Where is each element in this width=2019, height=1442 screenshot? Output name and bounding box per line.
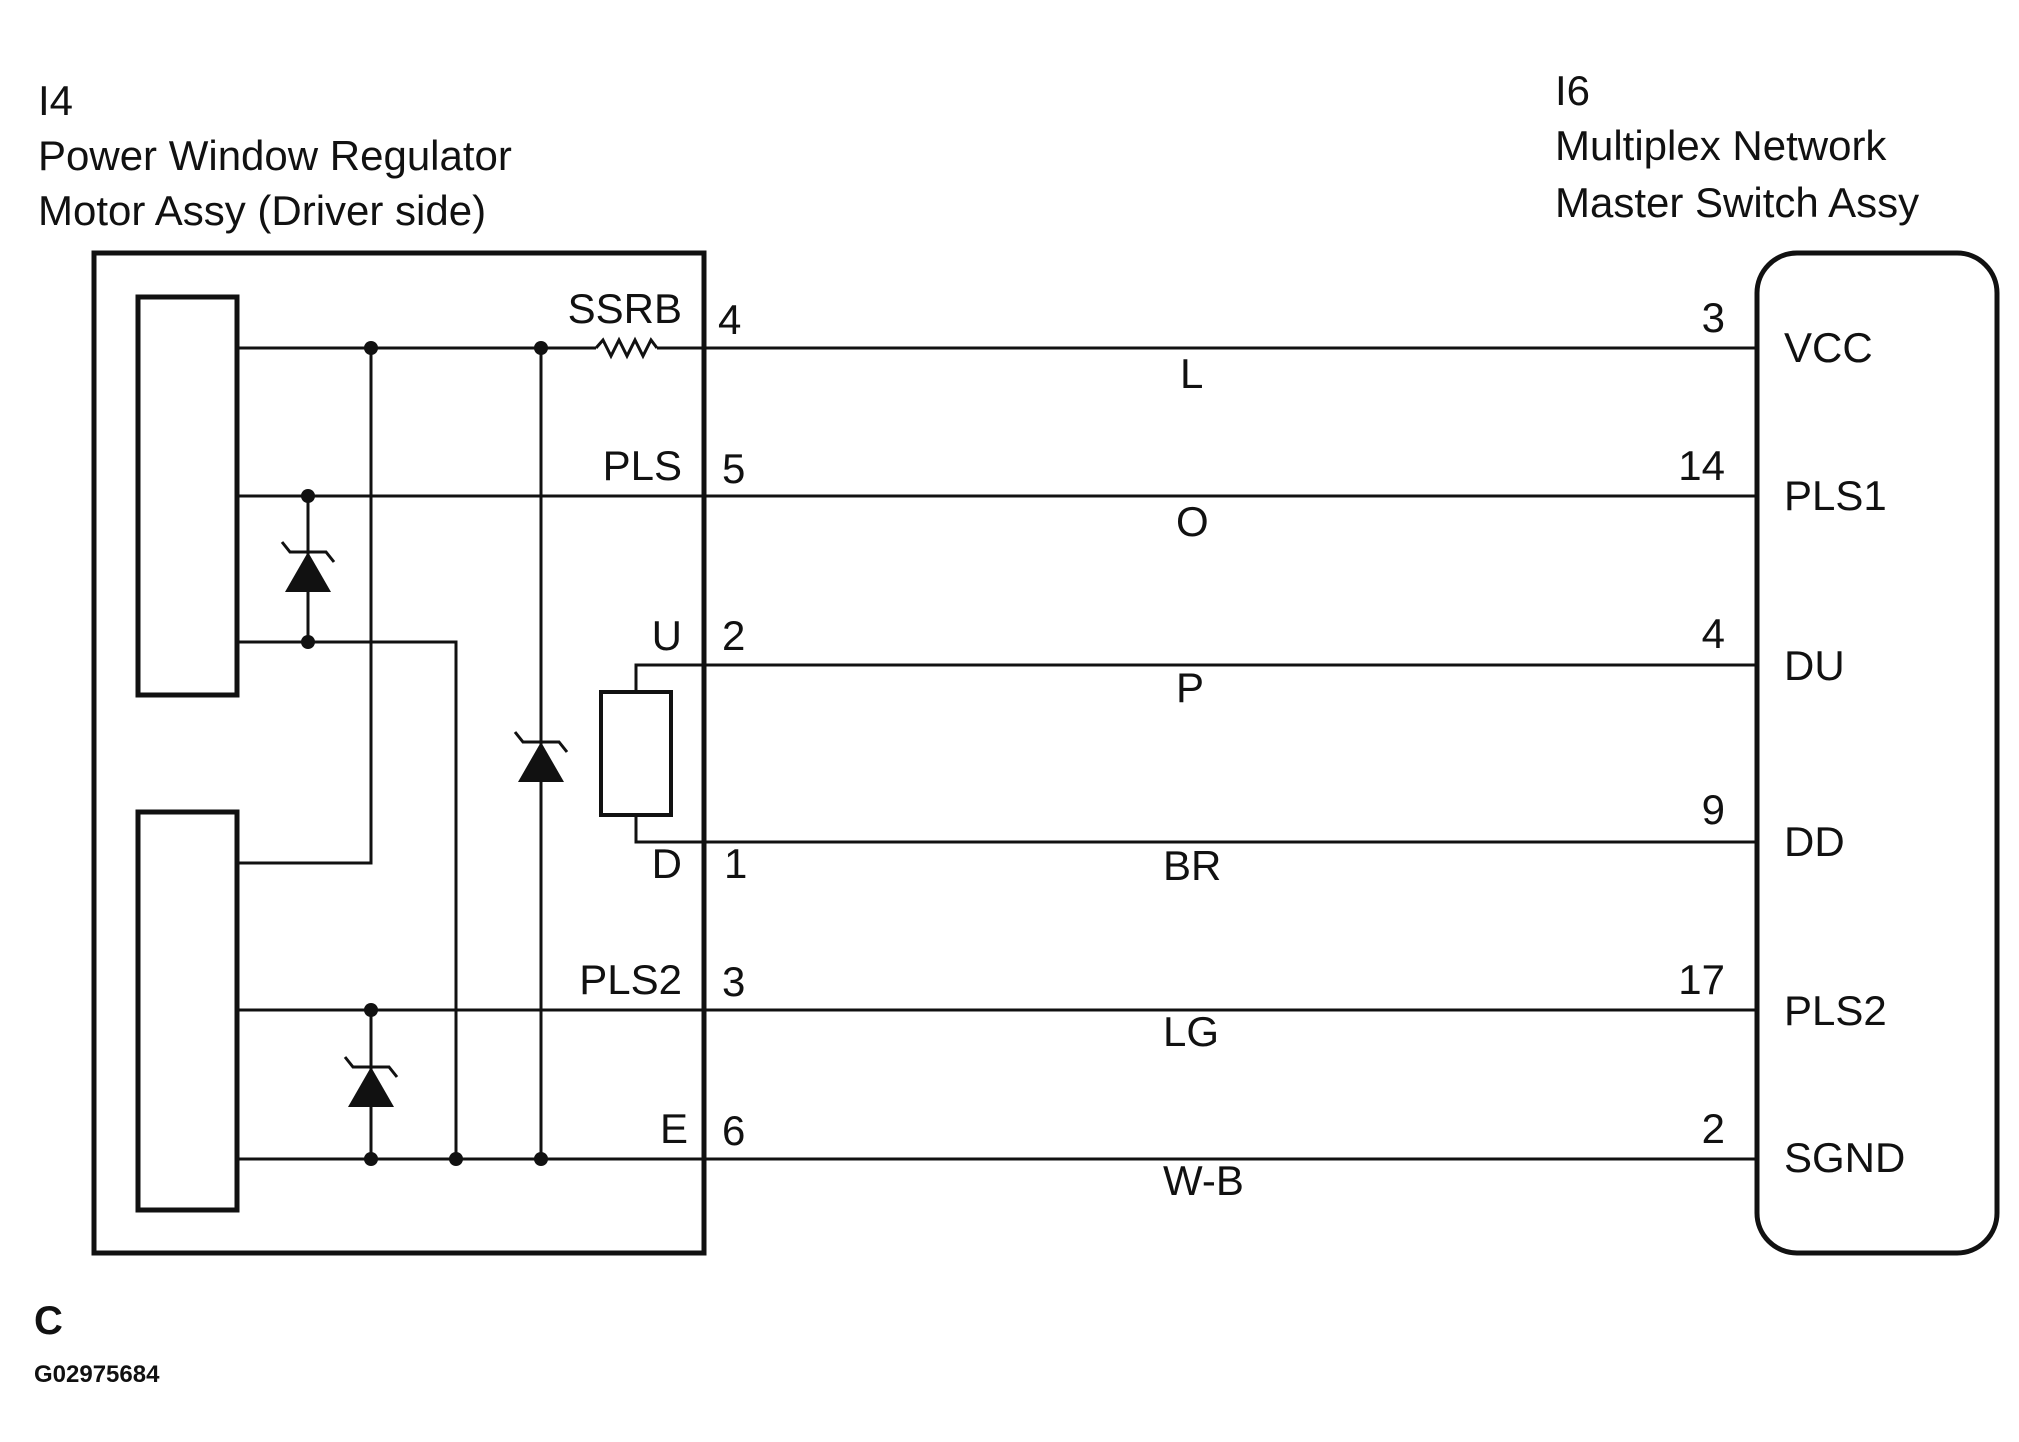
left-label-u: U xyxy=(652,612,682,659)
zener-diode-middle-icon xyxy=(513,731,569,782)
right-label-pls2: PLS2 xyxy=(1784,987,1887,1034)
wire-color-o: O xyxy=(1176,498,1209,545)
left-pin-pls: 5 xyxy=(722,445,745,492)
figure-id: G02975684 xyxy=(34,1361,160,1388)
right-pin-dd: 9 xyxy=(1702,786,1725,833)
wire-color-lg: LG xyxy=(1163,1008,1219,1055)
left-connector-name-line1: Power Window Regulator xyxy=(38,132,512,179)
wire-row-d xyxy=(634,815,1757,844)
left-label-e: E xyxy=(660,1105,688,1152)
lower-sensor-block xyxy=(135,809,240,1213)
left-connector-name-line2: Motor Assy (Driver side) xyxy=(38,187,486,234)
wire-row-pls xyxy=(237,489,1757,503)
upper-sensor-block xyxy=(135,294,240,698)
left-connector-id: I4 xyxy=(38,77,73,124)
right-label-dd: DD xyxy=(1784,818,1845,865)
wire-row-e xyxy=(237,1152,1757,1166)
wire-row-u xyxy=(634,663,1757,692)
right-pin-pls1: 14 xyxy=(1678,442,1725,489)
right-pin-du: 4 xyxy=(1702,610,1725,657)
wire-color-wb: W-B xyxy=(1163,1157,1244,1204)
left-pin-pls2: 3 xyxy=(722,958,745,1005)
left-pin-ssrb: 4 xyxy=(718,296,741,343)
wire-color-br: BR xyxy=(1163,842,1221,889)
left-label-pls2: PLS2 xyxy=(579,956,682,1003)
wire-color-l: L xyxy=(1180,350,1203,397)
wire-row-ssrb xyxy=(237,336,1757,360)
motor-winding-icon xyxy=(599,690,673,817)
internal-wiring xyxy=(237,348,543,1159)
left-pin-u: 2 xyxy=(722,612,745,659)
right-label-du: DU xyxy=(1784,642,1845,689)
master-switch-box xyxy=(1754,250,2000,1256)
right-connector-name-line2: Master Switch Assy xyxy=(1555,179,1919,226)
right-pin-vcc: 3 xyxy=(1702,294,1725,341)
right-connector-name-line1: Multiplex Network xyxy=(1555,122,1887,169)
wire-row-pls2 xyxy=(237,1003,1757,1017)
left-label-pls: PLS xyxy=(603,442,682,489)
zener-diode-upper-icon xyxy=(280,541,336,592)
right-label-sgnd: SGND xyxy=(1784,1134,1905,1181)
wire-color-p: P xyxy=(1176,664,1204,711)
left-label-ssrb: SSRB xyxy=(568,285,682,332)
zener-diode-lower-icon xyxy=(343,1056,399,1107)
right-pin-pls2: 17 xyxy=(1678,956,1725,1003)
left-pin-e: 6 xyxy=(722,1107,745,1154)
right-label-vcc: VCC xyxy=(1784,324,1873,371)
left-pin-d: 1 xyxy=(724,840,747,887)
section-letter: C xyxy=(34,1299,63,1343)
left-label-d: D xyxy=(652,840,682,887)
right-pin-sgnd: 2 xyxy=(1702,1105,1725,1152)
right-label-pls1: PLS1 xyxy=(1784,472,1887,519)
right-connector-id: I6 xyxy=(1555,67,1590,114)
motor-assy-box xyxy=(91,250,707,1256)
